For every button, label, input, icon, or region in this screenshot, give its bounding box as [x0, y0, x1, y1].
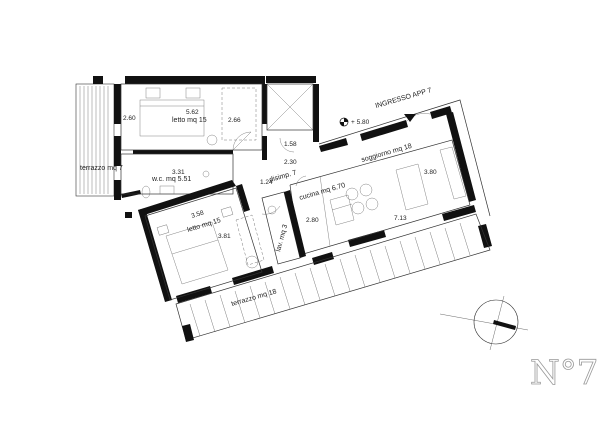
dim-331: 3.31 — [172, 169, 185, 176]
label-hall: disimp. 7 — [269, 169, 298, 183]
upper-wing-outlines — [120, 83, 314, 199]
label-bedroom-top: letto mq 15 — [172, 117, 207, 124]
terrace-bottom — [175, 213, 491, 342]
terrace-left — [75, 83, 115, 197]
dim-713: 7.13 — [394, 215, 407, 222]
dim-380: 3.80 — [424, 169, 437, 176]
dim-230: 2.30 — [284, 159, 297, 166]
upper-wing-walls — [93, 76, 319, 218]
entrance-label: INGRESSO APP 7 — [375, 87, 433, 110]
label-kitchen: cucina mq 6.70 — [299, 182, 347, 202]
dim-280: 2.80 — [306, 217, 319, 224]
dim-381: 3.81 — [218, 233, 231, 240]
entrance-arrow-icon — [404, 114, 416, 122]
label-terrace-left: terrazzo mq 7 — [80, 165, 123, 172]
label-bath: lav. mq 3 — [275, 224, 289, 253]
unit-number: N°7 — [530, 353, 598, 393]
dim-358: 3.58 — [191, 209, 206, 220]
dim-266: 2.66 — [228, 117, 241, 124]
dim-124: 1.24 — [260, 179, 273, 186]
label-wc: w.c. mq 5.51 — [151, 176, 191, 183]
dim-158: 1.58 — [284, 141, 297, 148]
label-terrace-bottom: terrazzo mq 18 — [231, 288, 278, 308]
entrance-level: + 5.80 — [351, 119, 370, 126]
bath-lav — [261, 190, 306, 265]
north-arrow-icon — [439, 295, 529, 351]
entrance-marker: INGRESSO APP 7 + 5.80 — [339, 87, 433, 127]
dim-562: 5.62 — [186, 109, 199, 116]
dim-260: 2.60 — [123, 115, 136, 122]
lower-bedroom — [138, 180, 274, 303]
